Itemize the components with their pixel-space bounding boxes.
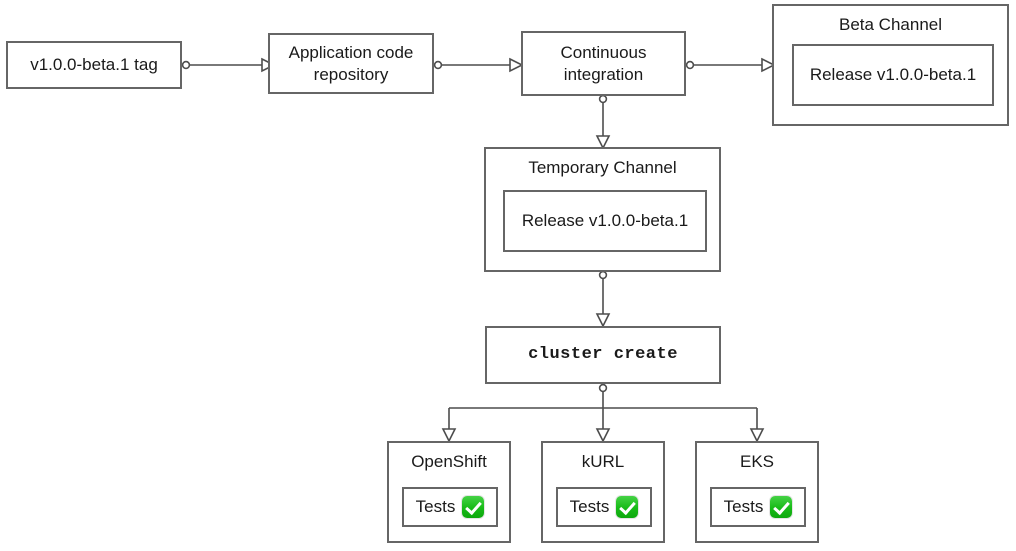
edge-temporary-channel-to-cluster-create [595, 270, 611, 328]
node-eks-tests-label: Tests [723, 497, 764, 517]
node-eks-tests[interactable]: Tests [710, 487, 806, 527]
edge-ci-to-temporary-channel [595, 94, 611, 150]
node-temporary-channel-title: Temporary Channel [528, 158, 677, 177]
green-check-icon [770, 496, 793, 518]
node-application-code-repository[interactable]: Application code repository [268, 33, 434, 94]
node-temporary-channel[interactable]: Temporary Channel Release v1.0.0-beta.1 [484, 147, 721, 272]
node-beta-channel-release-label: Release v1.0.0-beta.1 [809, 65, 977, 85]
edge-tag-to-repo [181, 57, 276, 73]
node-continuous-integration[interactable]: Continuous integration [521, 31, 686, 96]
node-beta-channel[interactable]: Beta Channel Release v1.0.0-beta.1 [772, 4, 1009, 126]
node-temporary-channel-release[interactable]: Release v1.0.0-beta.1 [503, 190, 707, 252]
node-temporary-channel-release-label: Release v1.0.0-beta.1 [521, 211, 689, 231]
node-cluster-create-label: cluster create [528, 345, 678, 365]
green-check-icon [616, 496, 639, 518]
node-eks[interactable]: EKS Tests [695, 441, 819, 543]
eks-tests-row: Tests [724, 496, 793, 518]
node-application-code-repository-label: Application code repository [288, 43, 414, 84]
node-tag-label: v1.0.0-beta.1 tag [30, 55, 158, 75]
node-kurl-title: kURL [581, 452, 625, 471]
node-continuous-integration-label: Continuous integration [560, 43, 647, 84]
node-kurl-tests[interactable]: Tests [556, 487, 652, 527]
node-openshift-tests[interactable]: Tests [402, 487, 498, 527]
node-openshift-tests-label: Tests [415, 497, 456, 517]
node-beta-channel-release[interactable]: Release v1.0.0-beta.1 [792, 44, 994, 106]
node-openshift[interactable]: OpenShift Tests [387, 441, 511, 543]
node-beta-channel-title: Beta Channel [838, 15, 943, 34]
node-eks-title: EKS [739, 452, 775, 471]
node-kurl-tests-label: Tests [569, 497, 610, 517]
openshift-tests-row: Tests [416, 496, 485, 518]
node-kurl[interactable]: kURL Tests [541, 441, 665, 543]
edge-repo-to-ci [433, 57, 524, 73]
green-check-icon [462, 496, 485, 518]
edge-ci-to-beta-channel [685, 57, 776, 73]
edge-cluster-create-branch [441, 383, 765, 443]
node-tag[interactable]: v1.0.0-beta.1 tag [6, 41, 182, 89]
node-openshift-title: OpenShift [411, 452, 487, 471]
kurl-tests-row: Tests [570, 496, 639, 518]
node-cluster-create[interactable]: cluster create [485, 326, 721, 384]
